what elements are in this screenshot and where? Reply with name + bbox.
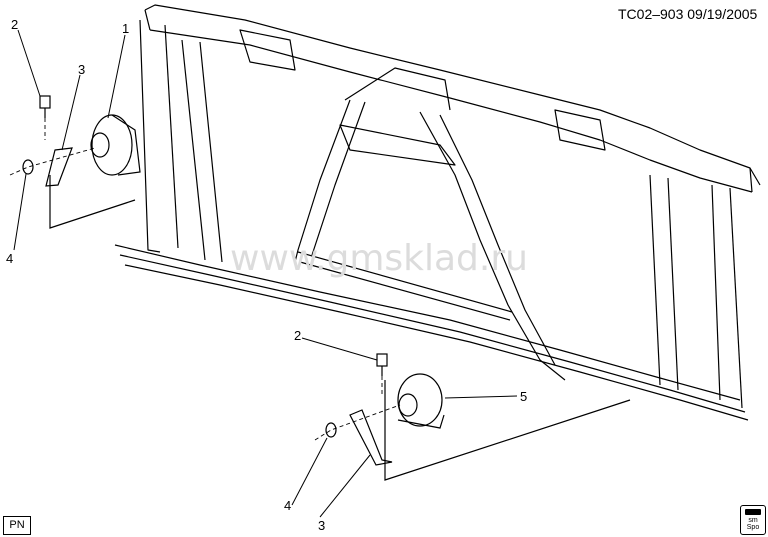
callout-3-lower: 3 xyxy=(318,518,325,533)
callout-2-lower: 2 xyxy=(294,328,301,343)
assembly-leaders xyxy=(9,118,401,441)
callout-4-lower: 4 xyxy=(284,498,291,513)
nut-upper-icon xyxy=(22,159,34,175)
callout-2-upper: 2 xyxy=(11,17,18,32)
horn-lower-icon xyxy=(397,373,443,427)
bolt-upper-icon xyxy=(39,95,51,109)
watermark-text: www.gmsklad.ru xyxy=(230,238,528,279)
callout-5: 5 xyxy=(520,389,527,404)
pn-badge: PN xyxy=(3,516,31,535)
callout-1: 1 xyxy=(122,21,129,36)
bracket-upper-icon xyxy=(45,147,73,187)
callout-leaders xyxy=(13,29,518,518)
lower-horn-assembly xyxy=(325,353,631,481)
radiator-support-frame xyxy=(114,4,761,421)
bracket-lower-icon xyxy=(349,409,393,466)
nut-lower-icon xyxy=(325,422,337,438)
callout-4-upper: 4 xyxy=(6,251,13,266)
logo-text: sm Spo xyxy=(746,517,760,531)
callout-3-upper: 3 xyxy=(78,62,85,77)
figure-code: TC02–903 09/19/2005 xyxy=(618,6,758,22)
publisher-logo-icon: sm Spo xyxy=(740,505,766,535)
bolt-lower-icon xyxy=(376,353,388,367)
upper-horn-assembly xyxy=(22,95,141,229)
